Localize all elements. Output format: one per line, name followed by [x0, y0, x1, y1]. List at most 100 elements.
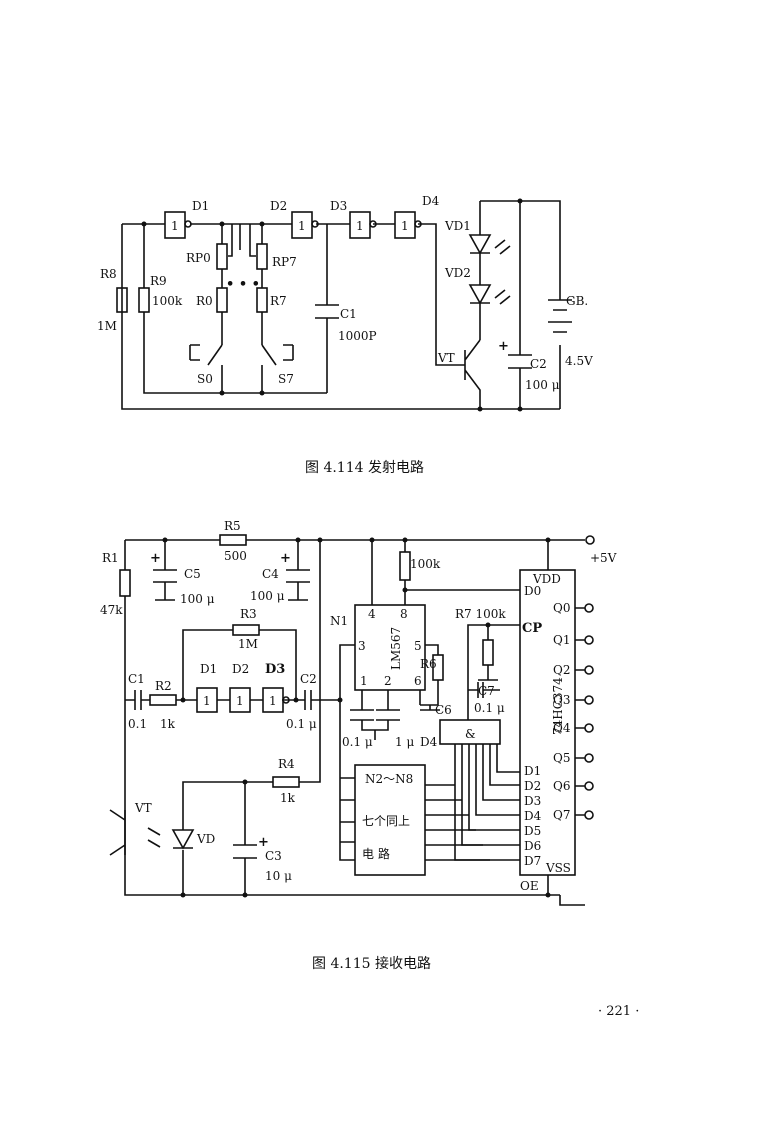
gate-label-2: 1 [298, 219, 306, 233]
pin-3: 3 [358, 639, 366, 653]
chip-lm567 [354, 604, 426, 691]
label-c4-plus: + [280, 551, 291, 566]
pin-q7: Q7 [553, 808, 570, 822]
label-c7: C7 [478, 684, 495, 698]
label-vd2: VD2 [444, 266, 471, 280]
pin-1: 1 [360, 674, 368, 688]
label-r5-value: 500 [224, 549, 247, 563]
label-n1: N1 [330, 614, 348, 628]
label-c5-plus: + [150, 551, 161, 566]
label-c7-value: 0.1 μ [474, 701, 505, 715]
label-r7-rx: R7 100k [455, 607, 506, 621]
resistor-r2 [149, 694, 177, 706]
pin-d3: D3 [524, 794, 541, 808]
label-same-1: 七个同上 [362, 814, 410, 828]
label-r6: R6 [420, 657, 437, 671]
resistor-rp7 [256, 243, 268, 270]
pin-5: 5 [414, 639, 422, 653]
label-c2-rx-value: 0.1 μ [286, 717, 317, 731]
label-c1-rx: C1 [128, 672, 145, 686]
label-c1-value: 1000P [338, 329, 377, 343]
capacitor-c2-rx [304, 690, 312, 710]
label-r5: R5 [224, 519, 241, 533]
pin-d2: D2 [524, 779, 541, 793]
label-same-2: 电 路 [362, 846, 390, 861]
resistor-r3 [232, 624, 260, 636]
pin-8: 8 [400, 607, 408, 621]
label-d3: D3 [330, 199, 347, 213]
label-oe: OE [520, 879, 539, 893]
resistor-r1 [119, 569, 131, 597]
label-r9: R9 [150, 274, 167, 288]
pin-d1: D1 [524, 764, 541, 778]
label-rx-d3: D3 [265, 662, 285, 677]
label-r3: R3 [240, 607, 257, 621]
gate-rx-label-3: 1 [269, 694, 277, 708]
label-vt: VT [437, 351, 455, 365]
pin-d4: D4 [524, 809, 542, 823]
label-100k: 100k [410, 557, 441, 571]
label-r1-value: 47k [100, 603, 123, 617]
label-74hc374: 74HC374 [551, 677, 565, 735]
label-rx-d1: D1 [200, 662, 217, 676]
label-c2-value: 100 μ [525, 378, 560, 392]
label-r9-value: 100k [152, 294, 183, 308]
label-cp: CP [522, 621, 542, 636]
label-c5: C5 [184, 567, 201, 581]
label-rp0: RP0 [186, 251, 211, 265]
gate-d4-and [439, 719, 501, 745]
label-r0: R0 [196, 294, 213, 308]
label-vss: VSS [545, 861, 571, 875]
label-c5-value: 100 μ [180, 592, 215, 606]
pin-q6: Q6 [553, 779, 570, 793]
label-lm567: LM567 [389, 627, 403, 670]
pin-q3: Q3 [553, 693, 570, 707]
label-c4-value: 100 μ [250, 589, 285, 603]
label-c2-rx: C2 [300, 672, 317, 686]
label-c6: C6 [435, 703, 452, 717]
resistor-rp0 [216, 243, 228, 270]
receiver-circuit: R1 47k R5 500 + C5 100 μ + C4 100 μ 100k… [100, 519, 617, 906]
label-c3-plus: + [258, 835, 269, 850]
pin-q0: Q0 [553, 601, 570, 615]
resistor-r6 [432, 654, 444, 681]
resistor-r0 [216, 287, 228, 313]
block-n2-n8 [354, 764, 426, 876]
pin-q5: Q5 [553, 751, 570, 765]
label-r8-value: 1M [97, 319, 117, 333]
label-r7: R7 [270, 294, 287, 308]
label-vt-rx: VT [134, 801, 152, 815]
pin-6: 6 [414, 674, 422, 688]
pin-q2: Q2 [553, 663, 570, 677]
resistor-100k [399, 551, 411, 581]
page-number: · 221 · [598, 1004, 640, 1019]
pin-2: 2 [384, 674, 392, 688]
capacitor-c2 [508, 201, 532, 409]
label-d4: D4 [422, 194, 440, 208]
label-cap-1: 1 μ [395, 735, 414, 749]
label-r4: R4 [278, 757, 295, 771]
label-c4: C4 [262, 567, 279, 581]
caption-fig-4-115: 图 4.115 接收电路 [312, 956, 431, 972]
resistor-r7 [256, 287, 268, 313]
label-vplus: +5V [590, 551, 617, 565]
label-vd1: VD1 [444, 219, 471, 233]
label-and: & [465, 727, 476, 741]
label-rp7: RP7 [272, 255, 297, 269]
label-c3: C3 [265, 849, 282, 863]
label-r4-value: 1k [280, 791, 296, 805]
label-d4-rx: D4 [420, 735, 438, 749]
capacitor-c1-rx [134, 690, 142, 710]
caption-fig-4-114: 图 4.114 发射电路 [305, 460, 424, 476]
pin-d7: D7 [524, 854, 541, 868]
resistor-r7-rx [482, 639, 494, 666]
resistor-r4 [272, 776, 300, 788]
label-vdd: VDD [532, 572, 561, 586]
label-d1: D1 [192, 199, 209, 213]
label-dots: • • • [226, 277, 260, 292]
switch-s0 [189, 344, 223, 366]
gate-rx-label-1: 1 [203, 694, 211, 708]
pin-4: 4 [368, 607, 376, 621]
gate-label-3: 1 [356, 219, 364, 233]
